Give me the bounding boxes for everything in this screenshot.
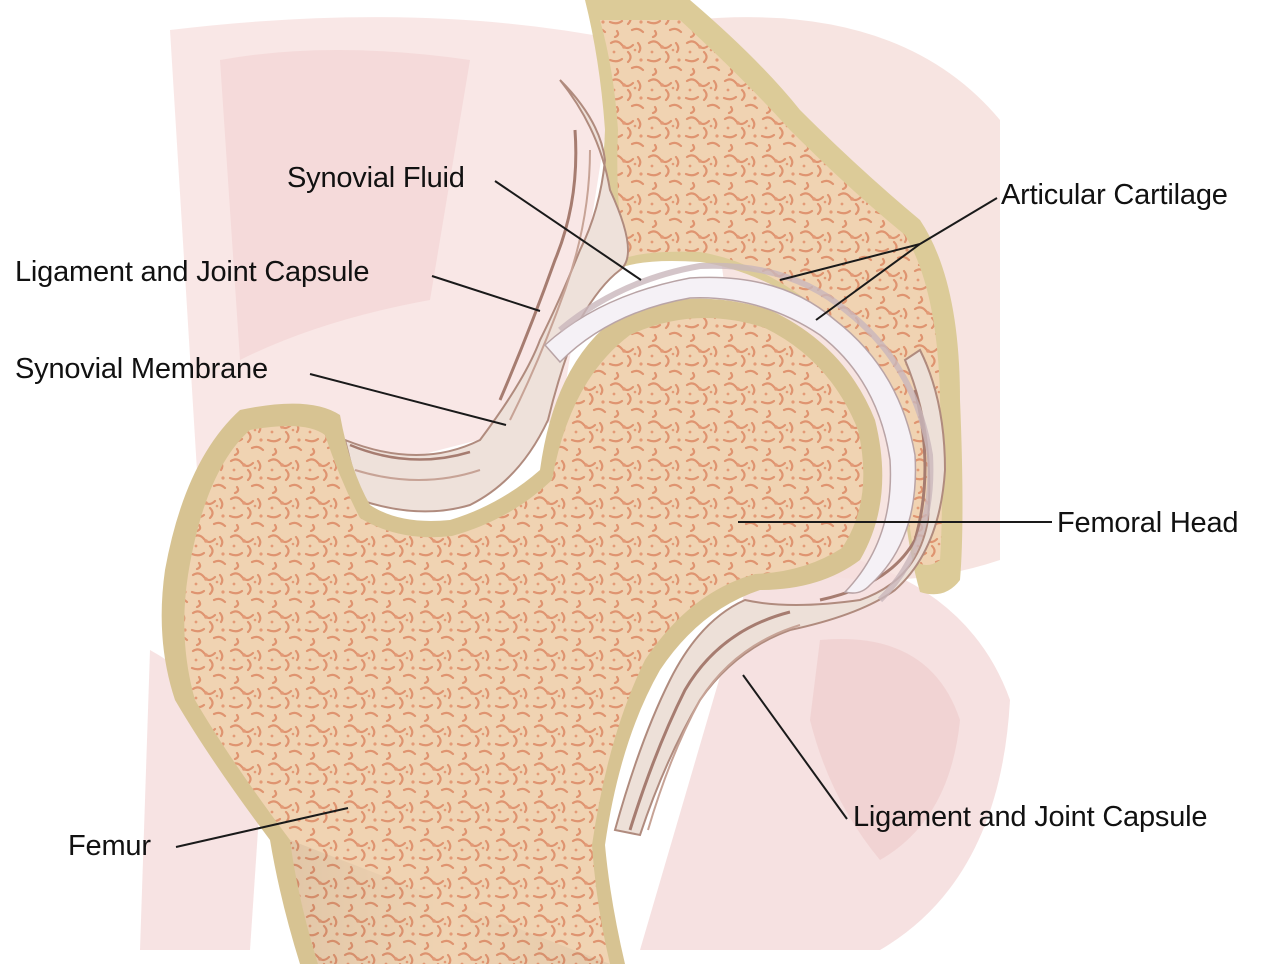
label-femur: Femur [68,832,151,861]
label-ligament-joint-capsule-lower: Ligament and Joint Capsule [853,803,1207,832]
label-ligament-joint-capsule-upper: Ligament and Joint Capsule [15,258,369,287]
label-articular-cartilage: Articular Cartilage [1001,181,1228,210]
label-femoral-head: Femoral Head [1057,509,1238,538]
label-synovial-fluid: Synovial Fluid [287,164,465,193]
label-synovial-membrane: Synovial Membrane [15,355,268,384]
